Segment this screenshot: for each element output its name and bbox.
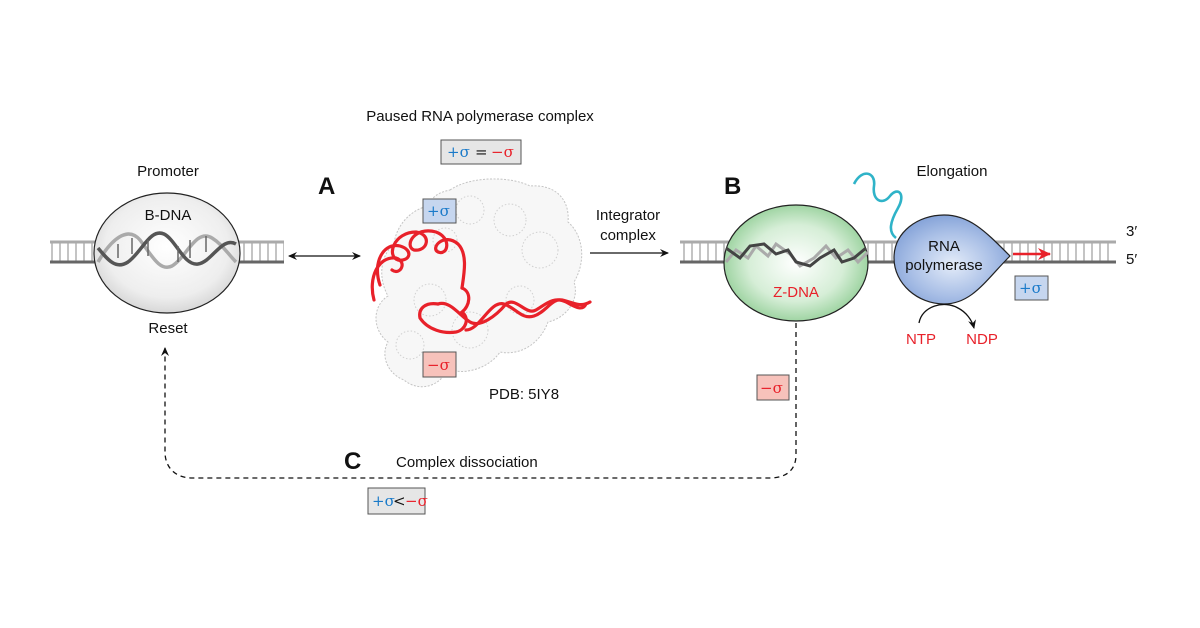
panel-a-letter: A [318,173,335,200]
elongation-heading: Elongation [917,163,988,180]
promoter-group: Promoter B-DNA Reset [50,163,284,337]
panel-a-balance-badge: +σ = −σ [440,139,522,165]
integrator-label-line1: Integrator [596,207,660,224]
polymerase-label-line1: RNA [928,238,960,255]
balance-operator: = [475,143,488,161]
balance-negative: −σ [491,143,514,161]
promoter-dna-form: B-DNA [145,207,192,224]
elongation-positive-badge: +σ [1014,275,1049,301]
zdna-negative-label: −σ [760,379,783,397]
title: Paused RNA polymerase complex [366,108,594,125]
rna-transcript-icon [852,172,903,240]
balance-c-operator: < [393,492,406,510]
elongation-group: Elongation RNA polymerase 3′ 5′ +σ NTP N… [893,163,1137,348]
ndp-label: NDP [966,331,998,348]
polymerase-label-line2: polymerase [905,257,983,274]
panel-a-positive-badge: +σ [422,198,457,224]
elongation-positive-label: +σ [1019,279,1042,297]
panel-c-letter: C [344,448,361,475]
dna-ladder-left [50,240,284,264]
panel-a: A +σ = −σ +σ [318,139,592,403]
integrator-transition: Integrator complex [590,207,669,257]
panel-c: −σ C Complex dissociation +σ < −σ [161,323,797,515]
integrator-label-line2: complex [600,227,656,244]
dna-ribbon-red [370,229,592,335]
negative-supercoil-label: −σ [427,356,450,374]
promoter-heading: Promoter [137,163,199,180]
panel-a-negative-badge: −σ [422,351,457,378]
b-dna-helix-icon [96,231,238,269]
balance-c-negative: −σ [405,492,428,510]
promoter-footer: Reset [148,320,188,337]
strand-end-3prime: 3′ [1126,223,1137,240]
panel-c-balance-badge: +σ < −σ [367,487,428,515]
panel-b-letter: B [724,173,741,200]
ntp-label: NTP [906,331,936,348]
panel-b: B Z-DNA [723,173,870,322]
balance-positive: +σ [447,143,470,161]
dissociation-path-arrow [161,323,797,479]
positive-supercoil-label: +σ [427,202,450,220]
strand-end-5prime: 5′ [1126,251,1137,268]
ntp-hydrolysis-arrow [918,303,976,329]
polymerase-surface-structure [375,178,583,388]
panel-b-negative-badge: −σ [756,374,790,401]
panel-c-label: Complex dissociation [396,454,538,471]
promoter-bubble [93,192,241,314]
balance-c-positive: +σ [372,492,395,510]
z-dna-label: Z-DNA [773,284,819,301]
z-dna-helix-icon [724,241,870,268]
pdb-label: PDB: 5IY8 [489,386,559,403]
